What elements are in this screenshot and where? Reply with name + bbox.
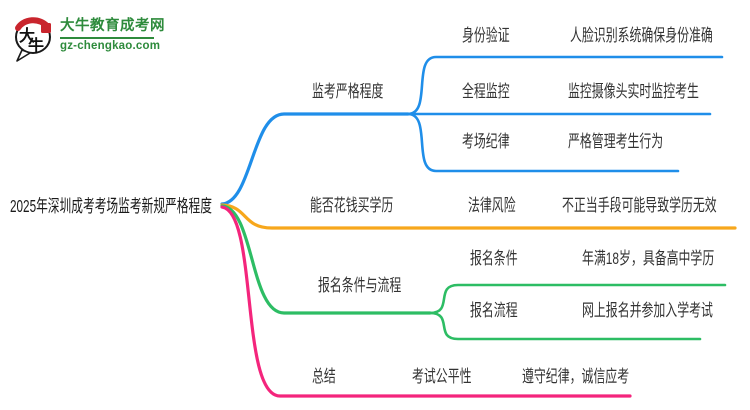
branch3-child1-node[interactable]: 报名条件 (470, 249, 518, 268)
logo-char-da: 大 (19, 26, 35, 45)
branch1-child3-node[interactable]: 考场纪律 (462, 132, 510, 151)
branch4-node[interactable]: 总结 (312, 367, 336, 386)
branch1-child1-line (406, 55, 724, 116)
branch1-child2-detail[interactable]: 监控摄像头实时监控考生 (568, 82, 699, 101)
branch2-node[interactable]: 能否花钱买学历 (310, 196, 394, 215)
mindmap-root-node[interactable]: 2025年深圳成考考场监考新规严格程度 (10, 196, 212, 216)
branch4-child1-node[interactable]: 考试公平性 (412, 367, 472, 386)
branch1-node[interactable]: 监考严格程度 (312, 82, 384, 101)
branch1-child1-node[interactable]: 身份验证 (462, 26, 510, 45)
branch1-connector (220, 112, 410, 206)
logo-char-niu: 牛 (28, 36, 44, 55)
branch1-child3-detail[interactable]: 严格管理考生行为 (568, 132, 664, 151)
branch1-child2-node[interactable]: 全程监控 (462, 82, 510, 101)
branch3-node[interactable]: 报名条件与流程 (318, 276, 402, 295)
branch3-child1-line (428, 283, 727, 315)
branch4-connector (220, 205, 632, 398)
logo-red-seal (41, 23, 51, 33)
branch3-connector (220, 204, 432, 315)
branch3-child2-node[interactable]: 报名流程 (470, 301, 518, 320)
branch2-connector (220, 203, 737, 230)
branch2-child1-node[interactable]: 法律风险 (468, 196, 516, 215)
brand-url: gz-chengkao.com (60, 39, 161, 52)
branch1-child3-line (406, 112, 680, 173)
branch3-child2-line (428, 311, 702, 341)
brand-title: 大牛教育成考网 (60, 18, 165, 34)
branch2-child1-detail[interactable]: 不正当手段可能导致学历无效 (562, 196, 717, 215)
site-logo[interactable]: 大 牛 大牛教育成考网 gz-chengkao.com (12, 15, 165, 63)
branch3-child2-detail[interactable]: 网上报名并参加入学考试 (582, 301, 713, 320)
branch3-child1-detail[interactable]: 年满18岁，具备高中学历 (582, 249, 715, 268)
branch4-child1-detail[interactable]: 遵守纪律，诚信应考 (522, 367, 630, 386)
brand-divider (60, 36, 154, 39)
branch1-child1-detail[interactable]: 人脸识别系统确保身份准确 (570, 26, 713, 45)
logo-bull-icon: 大 牛 (15, 17, 51, 62)
